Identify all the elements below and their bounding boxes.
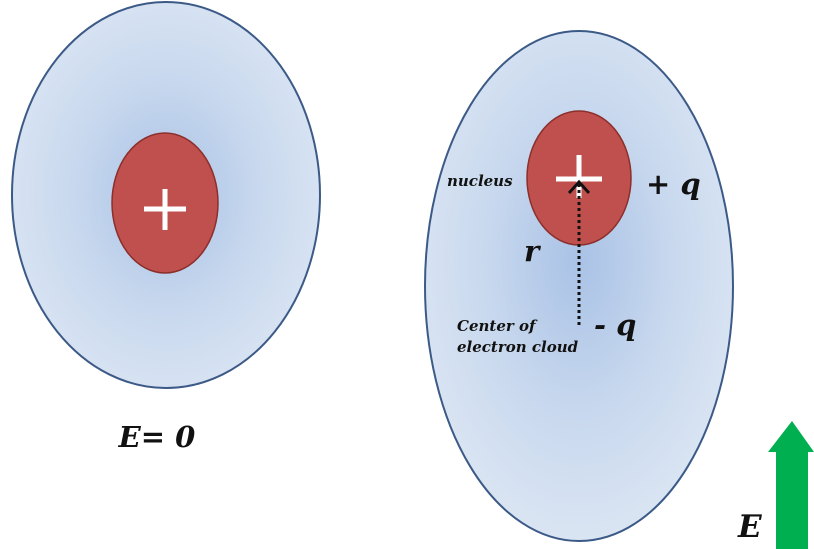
left-atom: E= 0 bbox=[11, 1, 321, 454]
nucleus-charge-label: + q bbox=[646, 167, 701, 201]
cloud-center-label-line1: Center of bbox=[457, 317, 538, 335]
left-plus-icon bbox=[144, 189, 186, 230]
left-field-label: E= 0 bbox=[118, 420, 196, 454]
right-atom: nucleus + q r - q Center of electron clo… bbox=[424, 30, 734, 542]
cloud-charge-label: - q bbox=[594, 308, 636, 342]
separation-arrow-head-icon bbox=[567, 179, 591, 195]
field-arrow: E bbox=[737, 421, 814, 549]
nucleus-label: nucleus bbox=[447, 172, 513, 190]
field-arrow-up-icon bbox=[768, 421, 814, 549]
separation-label: r bbox=[524, 234, 542, 268]
cloud-center-label-line2: electron cloud bbox=[457, 338, 579, 356]
field-arrow-label: E bbox=[737, 509, 762, 545]
